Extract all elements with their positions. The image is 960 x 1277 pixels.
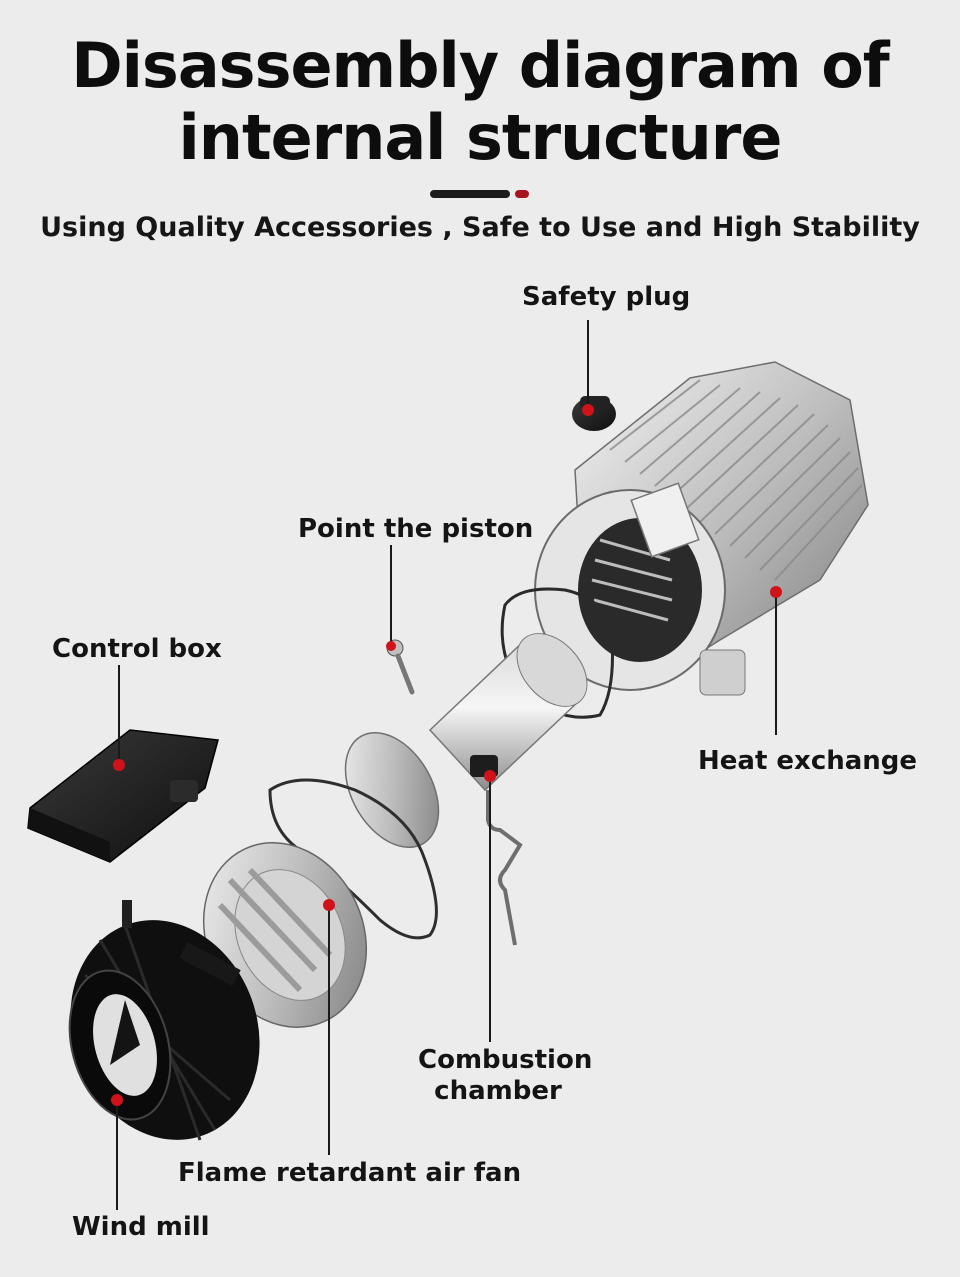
label-combustion-chamber: Combustion chamber <box>418 1045 578 1107</box>
heat-exchange-marker <box>770 586 782 598</box>
label-point-the-piston: Point the piston <box>298 514 533 545</box>
combustion-line-2: chamber <box>418 1076 578 1107</box>
control-box-marker <box>113 759 125 771</box>
label-safety-plug: Safety plug <box>522 282 690 313</box>
label-wind-mill: Wind mill <box>72 1212 210 1243</box>
piston-marker <box>386 641 396 651</box>
combustion-line-1: Combustion <box>418 1045 578 1076</box>
flame-fan-marker <box>323 899 335 911</box>
combustion-marker <box>484 770 496 782</box>
wind-mill-marker <box>111 1094 123 1106</box>
label-control-box: Control box <box>52 634 222 665</box>
combustion-chamber-part <box>326 620 601 945</box>
control-box-part <box>28 730 218 862</box>
safety-plug-marker <box>582 404 594 416</box>
label-heat-exchange: Heat exchange <box>698 746 917 777</box>
label-flame-retardant-air-fan: Flame retardant air fan <box>178 1158 521 1189</box>
safety-plug-part <box>572 396 616 431</box>
